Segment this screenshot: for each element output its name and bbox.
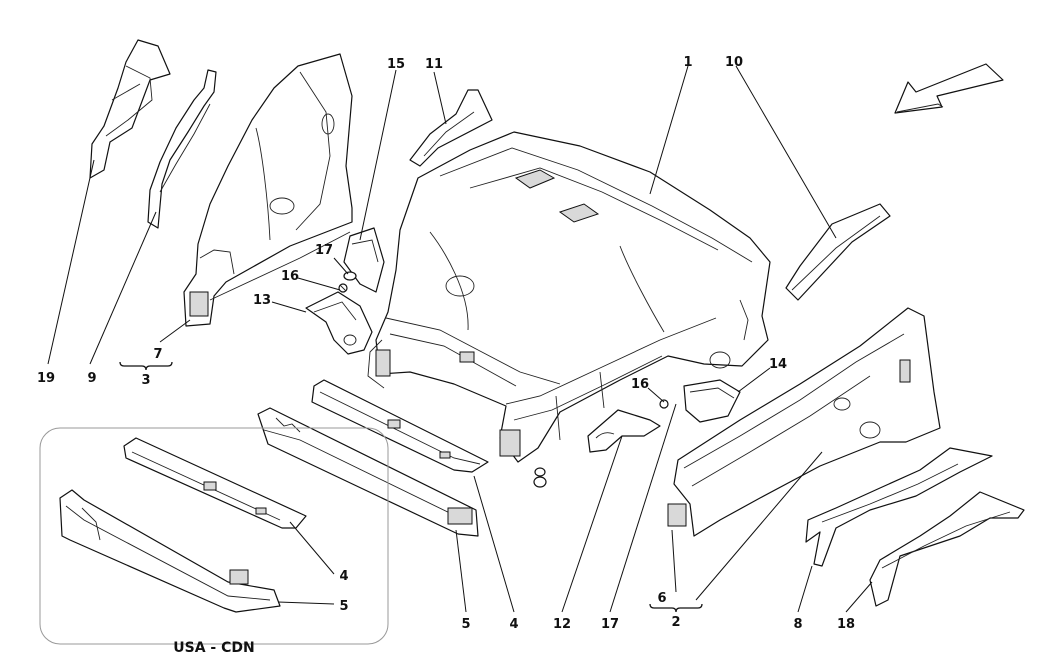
inset-title: USA - CDN [173, 640, 254, 656]
inset-part-5-bumper-beam [59, 489, 281, 613]
callout-15: 15 [387, 57, 405, 72]
part-7-left-wheelhouse [183, 53, 353, 327]
callout-12: 12 [553, 617, 571, 632]
callout-14: 14 [769, 357, 787, 372]
part-6-right-wheelhouse [667, 307, 941, 537]
part-13-bracket [305, 291, 373, 355]
fastener-16-center-icon [659, 399, 669, 409]
callout-8: 8 [793, 617, 802, 632]
callout-9: 9 [87, 371, 96, 386]
leader-lines [47, 65, 873, 613]
callout-4: 4 [509, 617, 518, 632]
callout-17-upper: 17 [315, 243, 333, 258]
callout-4-inset: 4 [339, 569, 348, 584]
callout-5: 5 [461, 617, 470, 632]
callout-13: 13 [253, 293, 271, 308]
fastener-17-left-icon [343, 271, 357, 281]
inset-part-4-beam [123, 437, 307, 529]
part-4-front-beam [311, 379, 489, 473]
callout-1: 1 [683, 55, 692, 70]
callout-16-center: 16 [631, 377, 649, 392]
brace-group-2 [649, 603, 703, 613]
callout-7: 7 [153, 347, 162, 362]
part-8-panel [805, 447, 993, 567]
callout-3: 3 [141, 373, 150, 388]
part-5-front-bumper-beam [257, 407, 479, 537]
callout-18: 18 [837, 617, 855, 632]
part-11-strut [409, 89, 493, 167]
callout-6: 6 [657, 591, 666, 606]
callout-16-upper: 16 [281, 269, 299, 284]
callout-5-inset: 5 [339, 599, 348, 614]
fastener-16-left-icon [338, 283, 348, 293]
part-14-bracket [683, 379, 741, 423]
part-10-strut [785, 203, 891, 301]
part-15-bracket [343, 227, 385, 293]
callout-numbers: 1 10 15 11 19 9 7 3 17 16 13 14 16 4 5 5… [37, 55, 855, 632]
front-direction-arrow-icon [894, 63, 1004, 114]
callout-10: 10 [725, 55, 743, 70]
fastener-17-center-icon [533, 467, 547, 488]
callout-17-lower: 17 [601, 617, 619, 632]
part-9-panel [147, 69, 217, 229]
part-18-panel [869, 491, 1025, 607]
part-19-panel [89, 39, 171, 179]
part-1-front-frame [367, 131, 771, 463]
usa-cdn-inset: USA - CDN [39, 427, 389, 656]
part-12-bracket [587, 409, 661, 453]
brace-group-3 [119, 361, 173, 371]
callout-19: 19 [37, 371, 55, 386]
callout-2: 2 [671, 615, 680, 630]
callout-11: 11 [425, 57, 443, 72]
